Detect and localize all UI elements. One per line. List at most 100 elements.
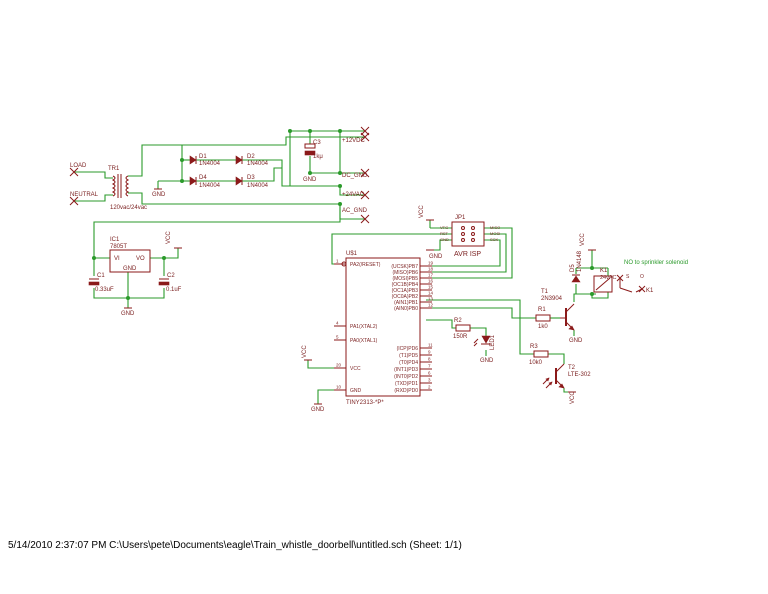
r2-name: R2 <box>454 318 462 324</box>
t2-value: LTE-302 <box>568 372 591 378</box>
diode-d1: D1 1N4004 <box>189 154 221 167</box>
annotation-solenoid: NO to sprinkler solenoid <box>624 260 688 266</box>
svg-text:VCC: VCC <box>570 391 576 404</box>
c1-name: C1 <box>97 273 105 279</box>
u1-right-pin-label: (MOSI)PB5 <box>392 276 418 282</box>
jp1-name: JP1 <box>455 215 466 221</box>
wire-junctions <box>92 129 594 300</box>
u1-left-pin-label: PA0(XTAL1) <box>350 338 378 344</box>
k1-value: 24vAC <box>600 275 617 281</box>
svg-text:MISO: MISO <box>490 225 500 230</box>
regulator-ic1: IC1 7805T VI VO GND <box>109 237 151 273</box>
u1-right-pin-label: (AIN1)PB1 <box>394 300 418 306</box>
d3-value: 1N4004 <box>247 183 269 189</box>
transistor-t1: T1 2N3904 GND <box>541 289 583 344</box>
k1-pin-o: O <box>640 274 644 280</box>
u1-right-pin-label: (T1)PD5 <box>399 353 418 359</box>
u1-left-pin-label: PA1(XTAL2) <box>350 324 378 330</box>
c1-value: 0.33uF <box>95 287 114 293</box>
phototransistor-t2: T2 LTE-302 <box>542 363 591 389</box>
tr1-name: TR1 <box>108 166 120 172</box>
u1-right-pin-label: (INT0)PD2 <box>394 374 418 380</box>
resistor-r3: R3 10k0 <box>529 344 549 366</box>
u1-right-pin-number: 11 <box>428 343 433 348</box>
u1-right-pin-number: 14 <box>428 291 434 296</box>
tr1-value: 120vac/24vac <box>110 205 147 211</box>
u1-right-pin-number: 19 <box>428 261 434 266</box>
t2-name: T2 <box>568 365 576 371</box>
u1-right-pin-number: 8 <box>428 357 431 362</box>
u1-left-pin-number: 4 <box>336 321 339 326</box>
u1-right-pin-number: 18 <box>428 267 434 272</box>
u1-left-pin-number: 20 <box>336 363 342 368</box>
u1-right-pin-label: (TXD)PD1 <box>395 381 418 387</box>
k1-name: K1 <box>600 268 608 274</box>
u1-right-pin-number: 12 <box>428 303 434 308</box>
r1-name: R1 <box>538 307 546 313</box>
vcc-symbol-relay: VCC <box>580 233 596 251</box>
net-label-24vac: +24VAC <box>342 192 365 198</box>
r3-name: R3 <box>530 344 538 350</box>
svg-text:GND: GND <box>121 311 135 317</box>
c3-value: 1kμ <box>313 154 323 160</box>
r1-value: 1k0 <box>538 324 548 330</box>
svg-text:MOSI: MOSI <box>490 231 500 236</box>
svg-text:GND: GND <box>429 254 443 260</box>
mcu-u1: U$1 TINY2313-*P* 1PA2(/RESET)4PA1(XTAL2)… <box>334 251 434 406</box>
svg-text:SCK: SCK <box>490 237 499 242</box>
resistor-r1: R1 1k0 <box>535 307 551 330</box>
diode-d5: D5 1N4148 <box>570 250 583 283</box>
vcc-symbol-t2: VCC <box>568 391 576 404</box>
k1-pin-s: S <box>626 274 630 280</box>
u1-right-pin-label: (AIN0)PB0 <box>394 306 418 312</box>
svg-text:VTG: VTG <box>440 225 448 230</box>
u1-right-pin-number: 7 <box>428 364 431 369</box>
svg-text:GND: GND <box>440 237 449 242</box>
d2-value: 1N4004 <box>247 161 269 167</box>
capacitor-c3: C3 1kμ GND <box>303 140 323 183</box>
jp1-value: AVR ISP <box>454 251 481 258</box>
vcc-symbol-mcu: VCC <box>302 345 312 361</box>
u1-right-pin-number: 15 <box>428 285 434 290</box>
svg-text:GND: GND <box>311 407 325 413</box>
d1-value: 1N4004 <box>199 161 221 167</box>
u1-value: TINY2313-*P* <box>346 400 384 406</box>
u1-right-pin-number: 13 <box>428 297 434 302</box>
r2-value: 150R <box>453 334 468 340</box>
relay-contact-k1: S O K1 <box>619 274 654 294</box>
u1-right-pin-label: (MISO)PB6 <box>392 270 418 276</box>
c3-name: C3 <box>313 140 321 146</box>
r3-value: 10k0 <box>529 360 543 366</box>
d1-name: D1 <box>199 154 207 160</box>
u1-right-pin-number: 3 <box>428 378 431 383</box>
u1-right-pin-label: (OC1A)PB3 <box>392 288 419 294</box>
gnd-symbol-regulator: GND <box>121 307 135 317</box>
u1-right-pin-label: (UCSK)PB7 <box>391 264 418 270</box>
u1-right-pin-number: 9 <box>428 350 431 355</box>
led-led1: LED1 GND <box>473 334 496 364</box>
net-label-12vdc: +12VDC <box>342 138 366 144</box>
u1-right-pin-number: 17 <box>428 273 434 278</box>
svg-text:VCC: VCC <box>302 345 308 358</box>
u1-right-pin-number: 6 <box>428 371 431 376</box>
led1-name: LED1 <box>490 334 496 350</box>
d4-name: D4 <box>199 175 207 181</box>
net-label-dc-gnd: DC_GND <box>342 173 368 179</box>
ic1-pin-gnd: GND <box>123 266 137 272</box>
c2-value: 0.1uF <box>166 287 182 293</box>
t1-value: 2N3904 <box>541 296 563 302</box>
svg-text:VCC: VCC <box>166 231 172 244</box>
relay-coil-k1: K1 24vAC <box>593 268 617 293</box>
transformer-tr1: TR1 120vac/24vac <box>108 166 147 211</box>
u1-name: U$1 <box>346 251 358 257</box>
net-label-neutral: NEUTRAL <box>70 192 99 198</box>
diode-d4: D4 1N4004 <box>189 175 221 189</box>
diode-d2: D2 1N4004 <box>235 154 269 167</box>
u1-right-pin-label: (OC0A)PB2 <box>392 294 419 300</box>
ic1-pin-vo: VO <box>136 256 145 262</box>
diode-d3: D3 1N4004 <box>235 175 269 189</box>
t1-name: T1 <box>541 289 549 295</box>
ic1-value: 7805T <box>110 244 127 250</box>
